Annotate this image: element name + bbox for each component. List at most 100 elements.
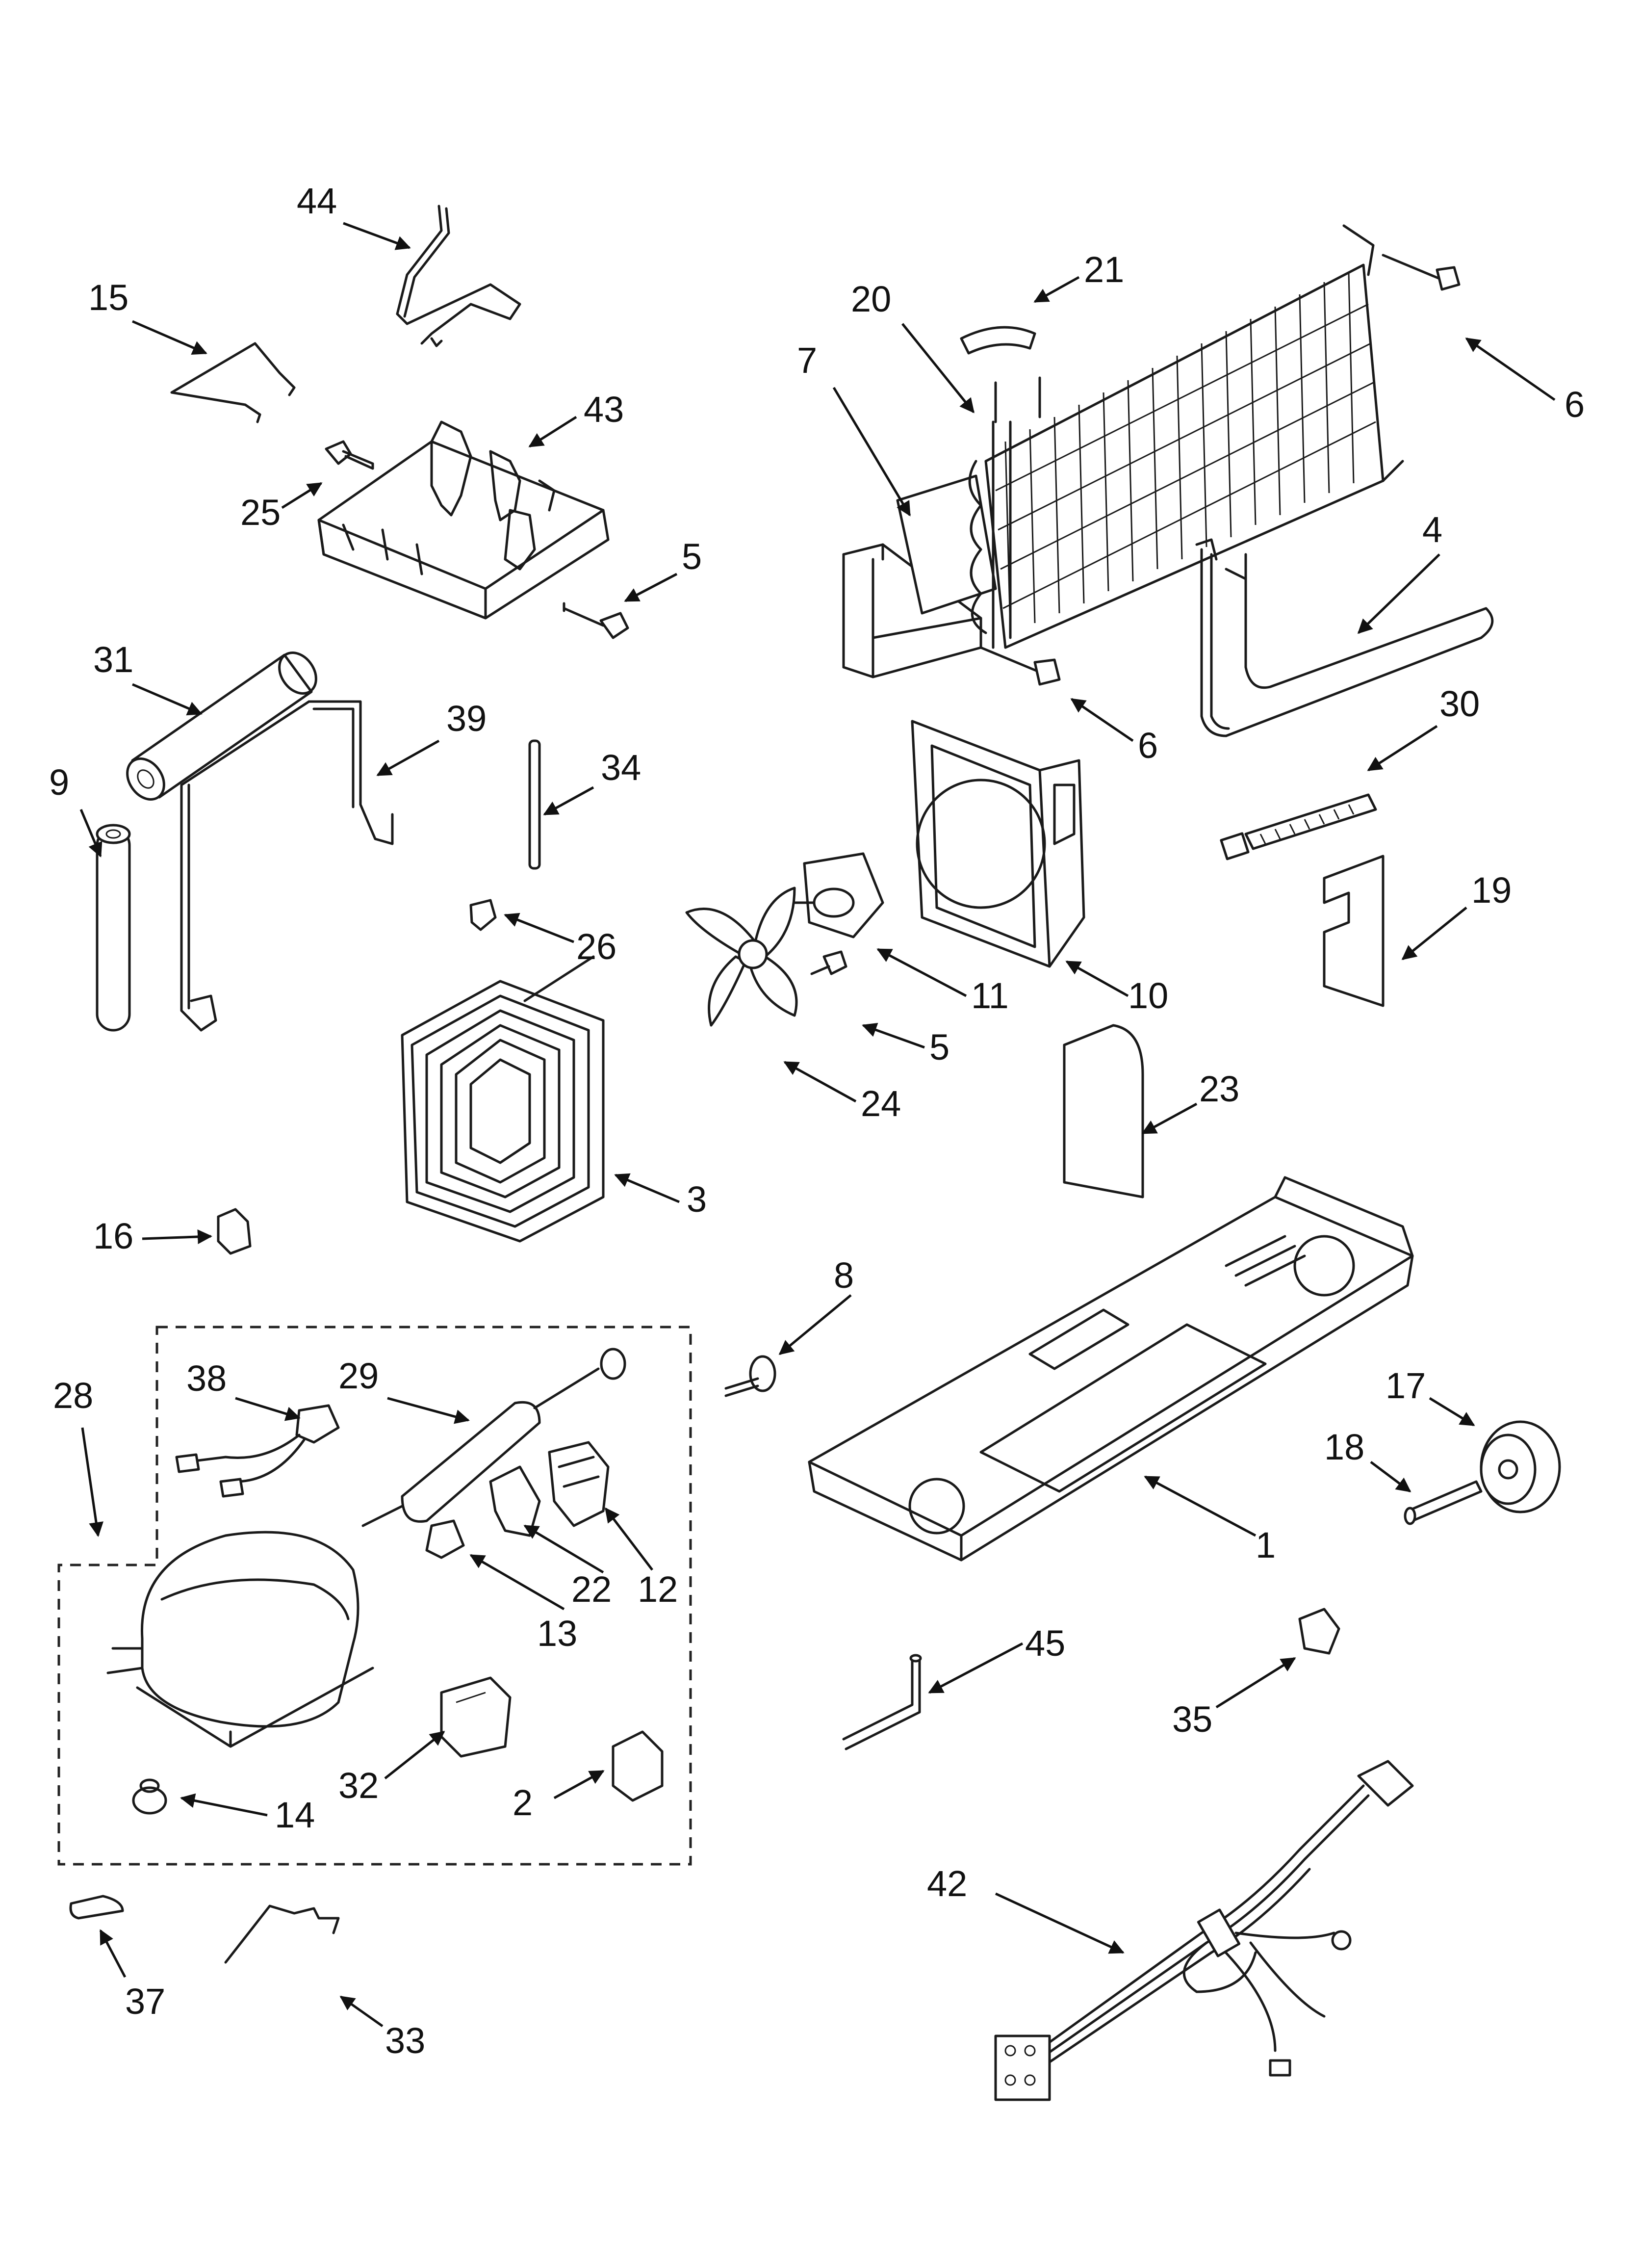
leader-arrow-22: [523, 1524, 604, 1574]
part-9-tube: [96, 824, 131, 1032]
part-1-base: [808, 1176, 1414, 1562]
leader-arrow-19: [1401, 907, 1467, 960]
part-30-element: [1220, 793, 1377, 860]
part-2-terminal: [612, 1730, 664, 1802]
callout-43: 43: [584, 389, 624, 430]
leader-arrow-11: [876, 948, 967, 997]
part-45-tube: [842, 1654, 922, 1750]
part-38-overload: [175, 1404, 340, 1498]
part-42-harness: [994, 1760, 1414, 2101]
part-24-fan-blade: [685, 886, 798, 1027]
part-33-wire: [224, 1904, 340, 1964]
callout-11: 11: [971, 975, 1009, 1016]
part-44-bracket: [396, 205, 521, 347]
leader-arrow-35: [1215, 1657, 1296, 1709]
part-43-tray: [317, 420, 610, 620]
leader-arrow-13: [469, 1554, 565, 1611]
callout-17: 17: [1385, 1365, 1426, 1406]
callout-16: 16: [93, 1216, 133, 1256]
leader-arrow-31: [132, 683, 203, 716]
part-28-group-outline: [57, 1326, 692, 1866]
part-37-clip: [69, 1895, 124, 1920]
leader-arrow-16: [142, 1229, 212, 1244]
leader-arrow-7: [832, 387, 911, 517]
part-35-clip: [1298, 1608, 1340, 1655]
part-31-tube: [126, 652, 317, 801]
callout-15: 15: [88, 277, 128, 318]
leader-arrow-5b: [862, 1023, 925, 1049]
callout-7: 7: [797, 340, 817, 381]
leader-arrow-30: [1367, 725, 1438, 772]
part-13-connector: [425, 1519, 465, 1559]
callout-45: 45: [1025, 1623, 1065, 1664]
callout-18: 18: [1324, 1427, 1364, 1467]
part-5-screw-upper: [563, 602, 629, 639]
callout-22: 22: [571, 1569, 612, 1610]
callout-21: 21: [1084, 249, 1124, 290]
callout-33: 33: [385, 2020, 425, 2061]
part-12-start-device: [548, 1441, 610, 1527]
leader-arrow-8: [778, 1294, 852, 1355]
leader-arrow-38: [235, 1397, 301, 1421]
leader-arrow-9: [79, 809, 103, 858]
part-11-motor: [793, 852, 884, 938]
part-18-pin: [1404, 1480, 1483, 1525]
callout-44: 44: [297, 181, 337, 221]
leader-arrow-15: [132, 320, 207, 355]
leader-arrow-2: [553, 1770, 605, 1799]
callout-2: 2: [513, 1782, 533, 1823]
callout-1: 1: [1256, 1525, 1276, 1565]
part-14-grommet: [132, 1778, 167, 1815]
callout-10: 10: [1128, 975, 1168, 1016]
callout-8: 8: [834, 1255, 854, 1296]
callout-20: 20: [851, 279, 891, 319]
leader-arrow-6b: [1070, 698, 1134, 742]
callout-24: 24: [861, 1083, 901, 1124]
callout-35: 35: [1172, 1699, 1212, 1740]
part-4-heater: [1195, 538, 1494, 737]
callout-9: 9: [49, 762, 69, 803]
leader-arrow-21: [1033, 276, 1080, 303]
callout-14: 14: [275, 1795, 315, 1835]
part-21-clip: [960, 326, 1036, 355]
callout-4: 4: [1422, 509, 1442, 550]
part-26-clip: [469, 899, 497, 931]
leader-arrow-28: [81, 1427, 103, 1537]
part-10-shroud: [911, 720, 1085, 968]
callout-13: 13: [537, 1613, 577, 1654]
leader-arrow-43: [528, 416, 577, 448]
callout-31: 31: [93, 639, 133, 680]
callout-3: 3: [687, 1179, 707, 1220]
leader-arrow-20: [901, 323, 975, 414]
leader-arrow-39: [376, 739, 440, 777]
callout-labels: 44 15 43 25 5 31 39 34 9 26 21 20 7 6 6 …: [49, 181, 1585, 2061]
leader-arrow-14: [180, 1793, 268, 1817]
part-evaporator-coil: [968, 224, 1404, 649]
leader-arrow-23: [1141, 1102, 1198, 1135]
part-compressor: [106, 1531, 374, 1748]
callout-6-upper: 6: [1565, 384, 1585, 425]
leader-arrow-17: [1429, 1397, 1475, 1427]
part-5-screw-lower: [810, 950, 847, 975]
callout-6-lower: 6: [1138, 725, 1158, 766]
part-6-screw-upper: [1382, 254, 1461, 291]
part-8-plug: [724, 1355, 776, 1397]
leader-arrow-24: [783, 1061, 857, 1103]
leader-arrow-29: [387, 1397, 470, 1424]
part-3-condenser: [401, 955, 605, 1243]
part-16-clip: [217, 1208, 252, 1255]
callout-12: 12: [638, 1569, 678, 1610]
leader-arrow-12: [605, 1507, 653, 1571]
callout-25: 25: [240, 492, 281, 533]
leader-arrow-10: [1065, 960, 1129, 997]
part-23-foam: [1063, 1024, 1144, 1199]
leader-arrow-26: [504, 912, 574, 943]
leader-arrow-4: [1357, 553, 1440, 634]
callout-42: 42: [927, 1863, 967, 1904]
leader-arrow-5a: [624, 573, 678, 602]
part-22-relay: [489, 1465, 541, 1537]
callout-34: 34: [601, 747, 641, 788]
callout-32: 32: [338, 1765, 379, 1806]
part-29-drier: [361, 1348, 626, 1527]
